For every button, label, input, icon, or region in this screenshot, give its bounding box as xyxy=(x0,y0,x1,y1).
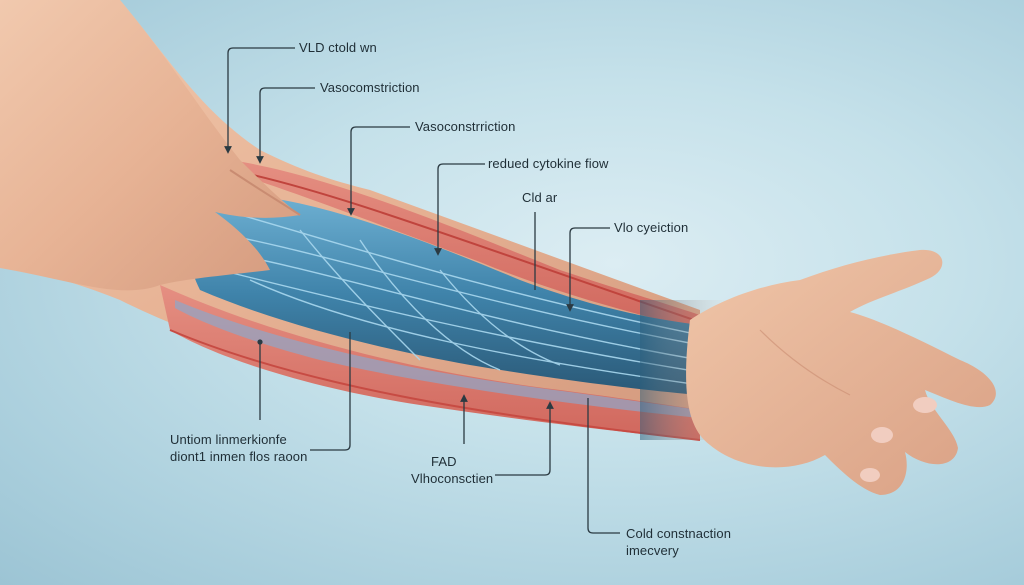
label-fad-line2: Vlhoconsctien xyxy=(411,471,494,486)
label-reduced-cytokine-flow: redued cytokine fiow xyxy=(488,156,609,171)
nerve-lines xyxy=(199,211,701,386)
label-cold-line2: imecvery xyxy=(626,543,679,558)
label-untiom: Untiom linmerkionfe diont1 inmen flos ra… xyxy=(170,431,307,465)
label-cold-line1: Cold constnaction xyxy=(626,526,732,541)
label-fad: FAD Vlhoconsctien xyxy=(411,453,493,487)
skin-flap xyxy=(0,0,300,291)
label-vld-ctold: VLD ctold wn xyxy=(299,40,377,55)
label-untiom-line2: diont1 inmen flos raoon xyxy=(170,449,308,464)
blood-vessel-bundle xyxy=(185,193,700,395)
label-cold-constnaction: Cold constnaction imecvery xyxy=(626,525,731,559)
label-untiom-line1: Untiom linmerkionfe xyxy=(170,432,287,447)
label-fad-line1: FAD xyxy=(431,454,457,469)
hand xyxy=(686,249,996,495)
label-vasocomstriction: Vasocomstriction xyxy=(320,80,420,95)
label-cld-ar: Cld ar xyxy=(522,190,558,205)
label-vlo-cyeiction: Vlo cyeiction xyxy=(614,220,689,235)
leader-lines xyxy=(224,47,620,534)
label-vasoconstrriction: Vasoconstrriction xyxy=(415,119,516,134)
